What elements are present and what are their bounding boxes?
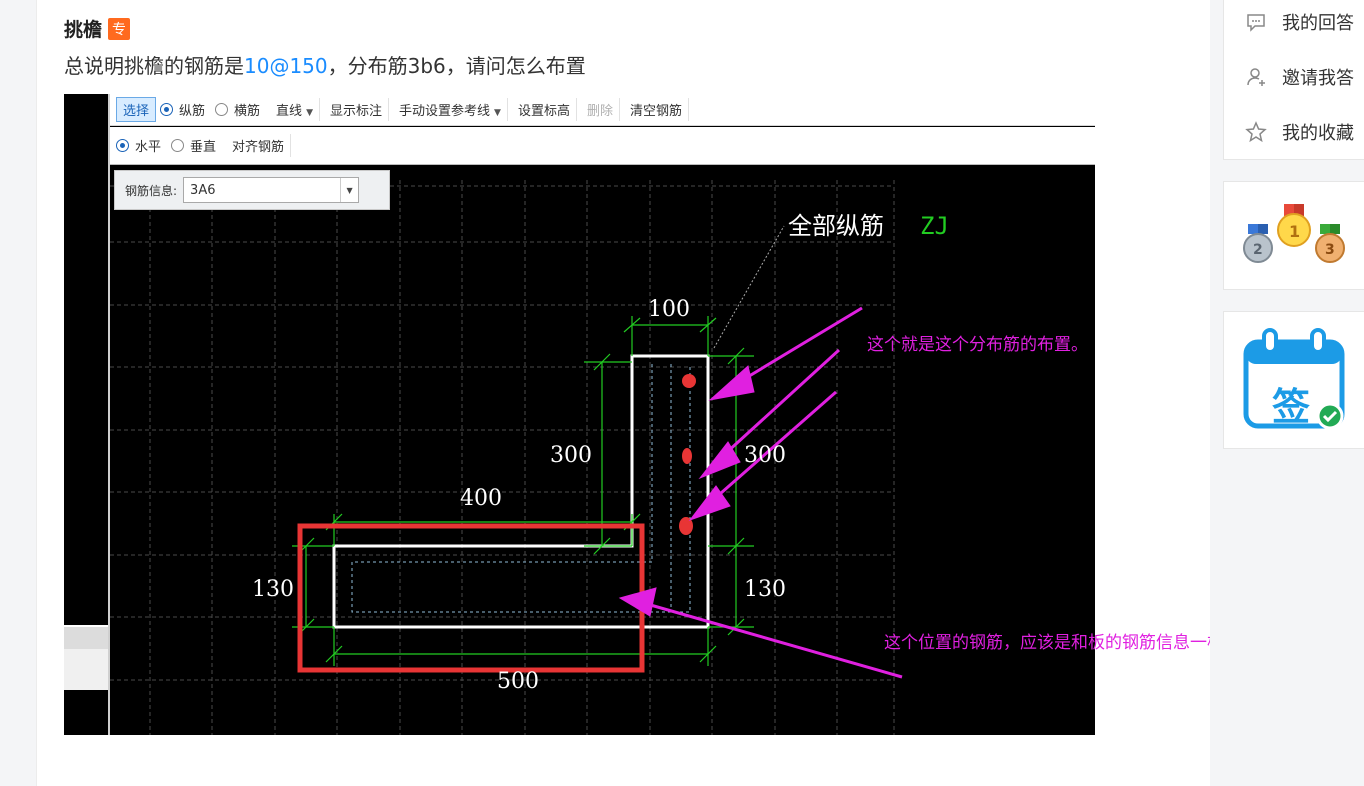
radio-transverse[interactable]: 横筋: [215, 100, 260, 119]
sidebar-item-label: 我的回答: [1282, 13, 1354, 34]
user-plus-icon: [1244, 65, 1268, 89]
manual-ref-label: 手动设置参考线: [399, 104, 491, 119]
dim-300-left: 300: [550, 443, 592, 468]
post-title[interactable]: 挑檐: [64, 19, 103, 41]
question-prefix: 总说明挑檐的钢筋是: [64, 54, 244, 78]
rebar-info-label: 钢筋信息:: [125, 183, 178, 198]
screenshot-separator: [108, 94, 110, 735]
svg-text:3: 3: [1325, 242, 1335, 258]
leader-line: [713, 225, 785, 349]
select-button[interactable]: 选择: [116, 97, 157, 122]
svg-text:2: 2: [1253, 242, 1263, 258]
radio-transverse-label: 横筋: [234, 104, 261, 119]
rebar-dot-2: [682, 448, 692, 464]
post-title-row: 挑檐 专: [64, 15, 131, 42]
line-dropdown[interactable]: 直线▼: [270, 98, 320, 121]
calendar-checkin-icon: [1243, 328, 1345, 430]
rebar-info-panel: 钢筋信息: 3A6 ▼: [114, 170, 390, 210]
radio-horizontal-label: 水平: [135, 140, 162, 155]
annotation-text-2: 这个位置的钢筋，应该是和板的钢筋信息一样的。: [884, 633, 1258, 653]
drawing-toolbar-primary: 选择 纵筋 横筋 直线▼ 显示标注 手动设置参考线▼ 设置标高 删除 清空钢筋: [110, 94, 1095, 126]
sidebar-item-invite-me[interactable]: 邀请我答: [1244, 64, 1354, 90]
screenshot-left-panel: [64, 94, 110, 735]
sidebar-item-favorites[interactable]: 我的收藏: [1244, 119, 1354, 145]
line-label: 直线: [276, 104, 303, 119]
dim-300-right: 300: [744, 443, 786, 468]
all-long-code: ZJ: [920, 212, 949, 240]
star-icon: [1244, 120, 1268, 144]
rebar-dot-1: [682, 374, 696, 388]
radio-vertical-label: 垂直: [190, 140, 217, 155]
dim-100: 100: [648, 297, 690, 322]
medals-card[interactable]: 2 3 1: [1223, 181, 1364, 290]
dim-130-left: 130: [252, 577, 294, 602]
checkin-card[interactable]: 签: [1223, 311, 1364, 449]
annotation-arrows: [618, 306, 903, 679]
sidebar-item-my-answers[interactable]: 我的回答: [1244, 9, 1354, 35]
delete-button[interactable]: 删除: [581, 98, 620, 121]
radio-vertical[interactable]: 垂直: [171, 136, 216, 155]
caret-down-icon: ▼: [306, 108, 313, 118]
rebar-dot-3: [679, 517, 693, 535]
dim-500: 500: [497, 669, 539, 694]
panel-gray-band: [64, 627, 110, 649]
radio-dot: [116, 139, 129, 152]
rebar-drawing: 全部纵筋 ZJ 100 300 300 400 130 130 500: [110, 180, 949, 735]
radio-dot: [160, 103, 174, 116]
show-annotation-button[interactable]: 显示标注: [324, 98, 389, 121]
align-rebar-button[interactable]: 对齐钢筋: [226, 134, 292, 157]
question-highlight: 10@150: [244, 54, 328, 78]
drawing-toolbar-secondary: 水平 垂直 对齐钢筋: [110, 127, 1095, 165]
sidebar-item-label: 邀请我答: [1282, 68, 1354, 89]
panel-divider: [64, 625, 110, 627]
annotation-text-1: 这个就是这个分布筋的布置。: [867, 335, 1088, 355]
radio-dot: [215, 103, 229, 116]
expert-badge: 专: [108, 17, 131, 40]
manual-ref-dropdown[interactable]: 手动设置参考线▼: [393, 98, 508, 121]
page-left-gutter: [0, 0, 36, 786]
radio-dot: [171, 139, 185, 152]
rebar-info-select[interactable]: 3A6 ▼: [183, 177, 360, 203]
sidebar-item-label: 我的收藏: [1282, 123, 1354, 144]
caret-down-icon: ▼: [340, 178, 358, 202]
sidebar-menu-card: 我的回答 邀请我答 我的收藏: [1223, 0, 1364, 160]
rebar-info-value: 3A6: [190, 182, 216, 198]
dim-400: 400: [460, 486, 502, 511]
highlight-box: [297, 523, 645, 673]
comment-icon: [1244, 10, 1268, 34]
radio-longitudinal[interactable]: 纵筋: [160, 100, 205, 119]
radio-horizontal[interactable]: 水平: [116, 136, 161, 155]
set-elevation-button[interactable]: 设置标高: [512, 98, 577, 121]
grid-lines: [110, 180, 895, 735]
svg-text:1: 1: [1289, 222, 1300, 241]
medals-icon: 2 3 1: [1243, 204, 1345, 263]
dimension-lines: [292, 316, 754, 666]
attached-screenshot[interactable]: 全部纵筋 ZJ 100 300 300 400 130 130 500 选择 纵…: [64, 94, 1095, 735]
question-suffix: ，分布筋3b6，请问怎么布置: [327, 54, 586, 78]
caret-down-icon: ▼: [494, 108, 501, 118]
panel-light-band: [64, 649, 110, 690]
all-long-label: 全部纵筋: [788, 212, 884, 240]
question-text: 总说明挑檐的钢筋是10@150，分布筋3b6，请问怎么布置: [64, 50, 586, 79]
dim-130-right: 130: [744, 577, 786, 602]
checkin-glyph: 签: [1272, 385, 1311, 429]
radio-longitudinal-label: 纵筋: [179, 104, 206, 119]
clear-rebar-button[interactable]: 清空钢筋: [624, 98, 689, 121]
rebar-lines: [351, 364, 691, 613]
